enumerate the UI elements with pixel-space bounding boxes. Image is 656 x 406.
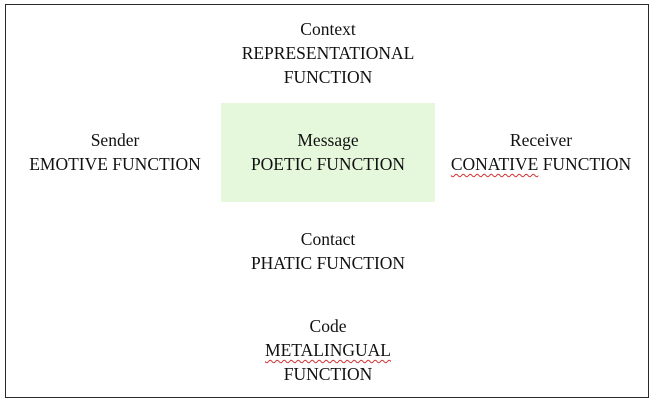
code-block: Code METALINGUAL FUNCTION (200, 314, 456, 386)
code-function-line2: FUNCTION (283, 364, 373, 384)
code-heading: Code (309, 316, 347, 336)
message-function: POETIC FUNCTION (250, 154, 406, 174)
message-heading: Message (297, 130, 359, 150)
receiver-block: Receiver CONATIVE FUNCTION (435, 128, 647, 176)
message-block: Message POETIC FUNCTION (221, 128, 435, 176)
context-block: Context REPRESENTATIONAL FUNCTION (200, 17, 456, 89)
context-function-line2: FUNCTION (283, 67, 373, 87)
contact-block: Contact PHATIC FUNCTION (200, 227, 456, 275)
receiver-function-word1: CONATIVE (450, 154, 539, 174)
contact-function: PHATIC FUNCTION (250, 253, 406, 273)
receiver-heading: Receiver (509, 130, 573, 150)
message-highlight-box (221, 103, 435, 202)
code-function-word1: METALINGUAL (265, 340, 391, 360)
contact-heading: Contact (300, 229, 356, 249)
sender-block: Sender EMOTIVE FUNCTION (10, 128, 220, 176)
sender-heading: Sender (90, 130, 140, 150)
receiver-function-word2: FUNCTION (538, 154, 632, 174)
receiver-function: CONATIVE FUNCTION (435, 152, 647, 176)
code-function-line1: METALINGUAL (200, 338, 456, 362)
context-heading: Context (300, 19, 356, 39)
context-function-line1: REPRESENTATIONAL (241, 43, 415, 63)
sender-function: EMOTIVE FUNCTION (29, 154, 201, 174)
